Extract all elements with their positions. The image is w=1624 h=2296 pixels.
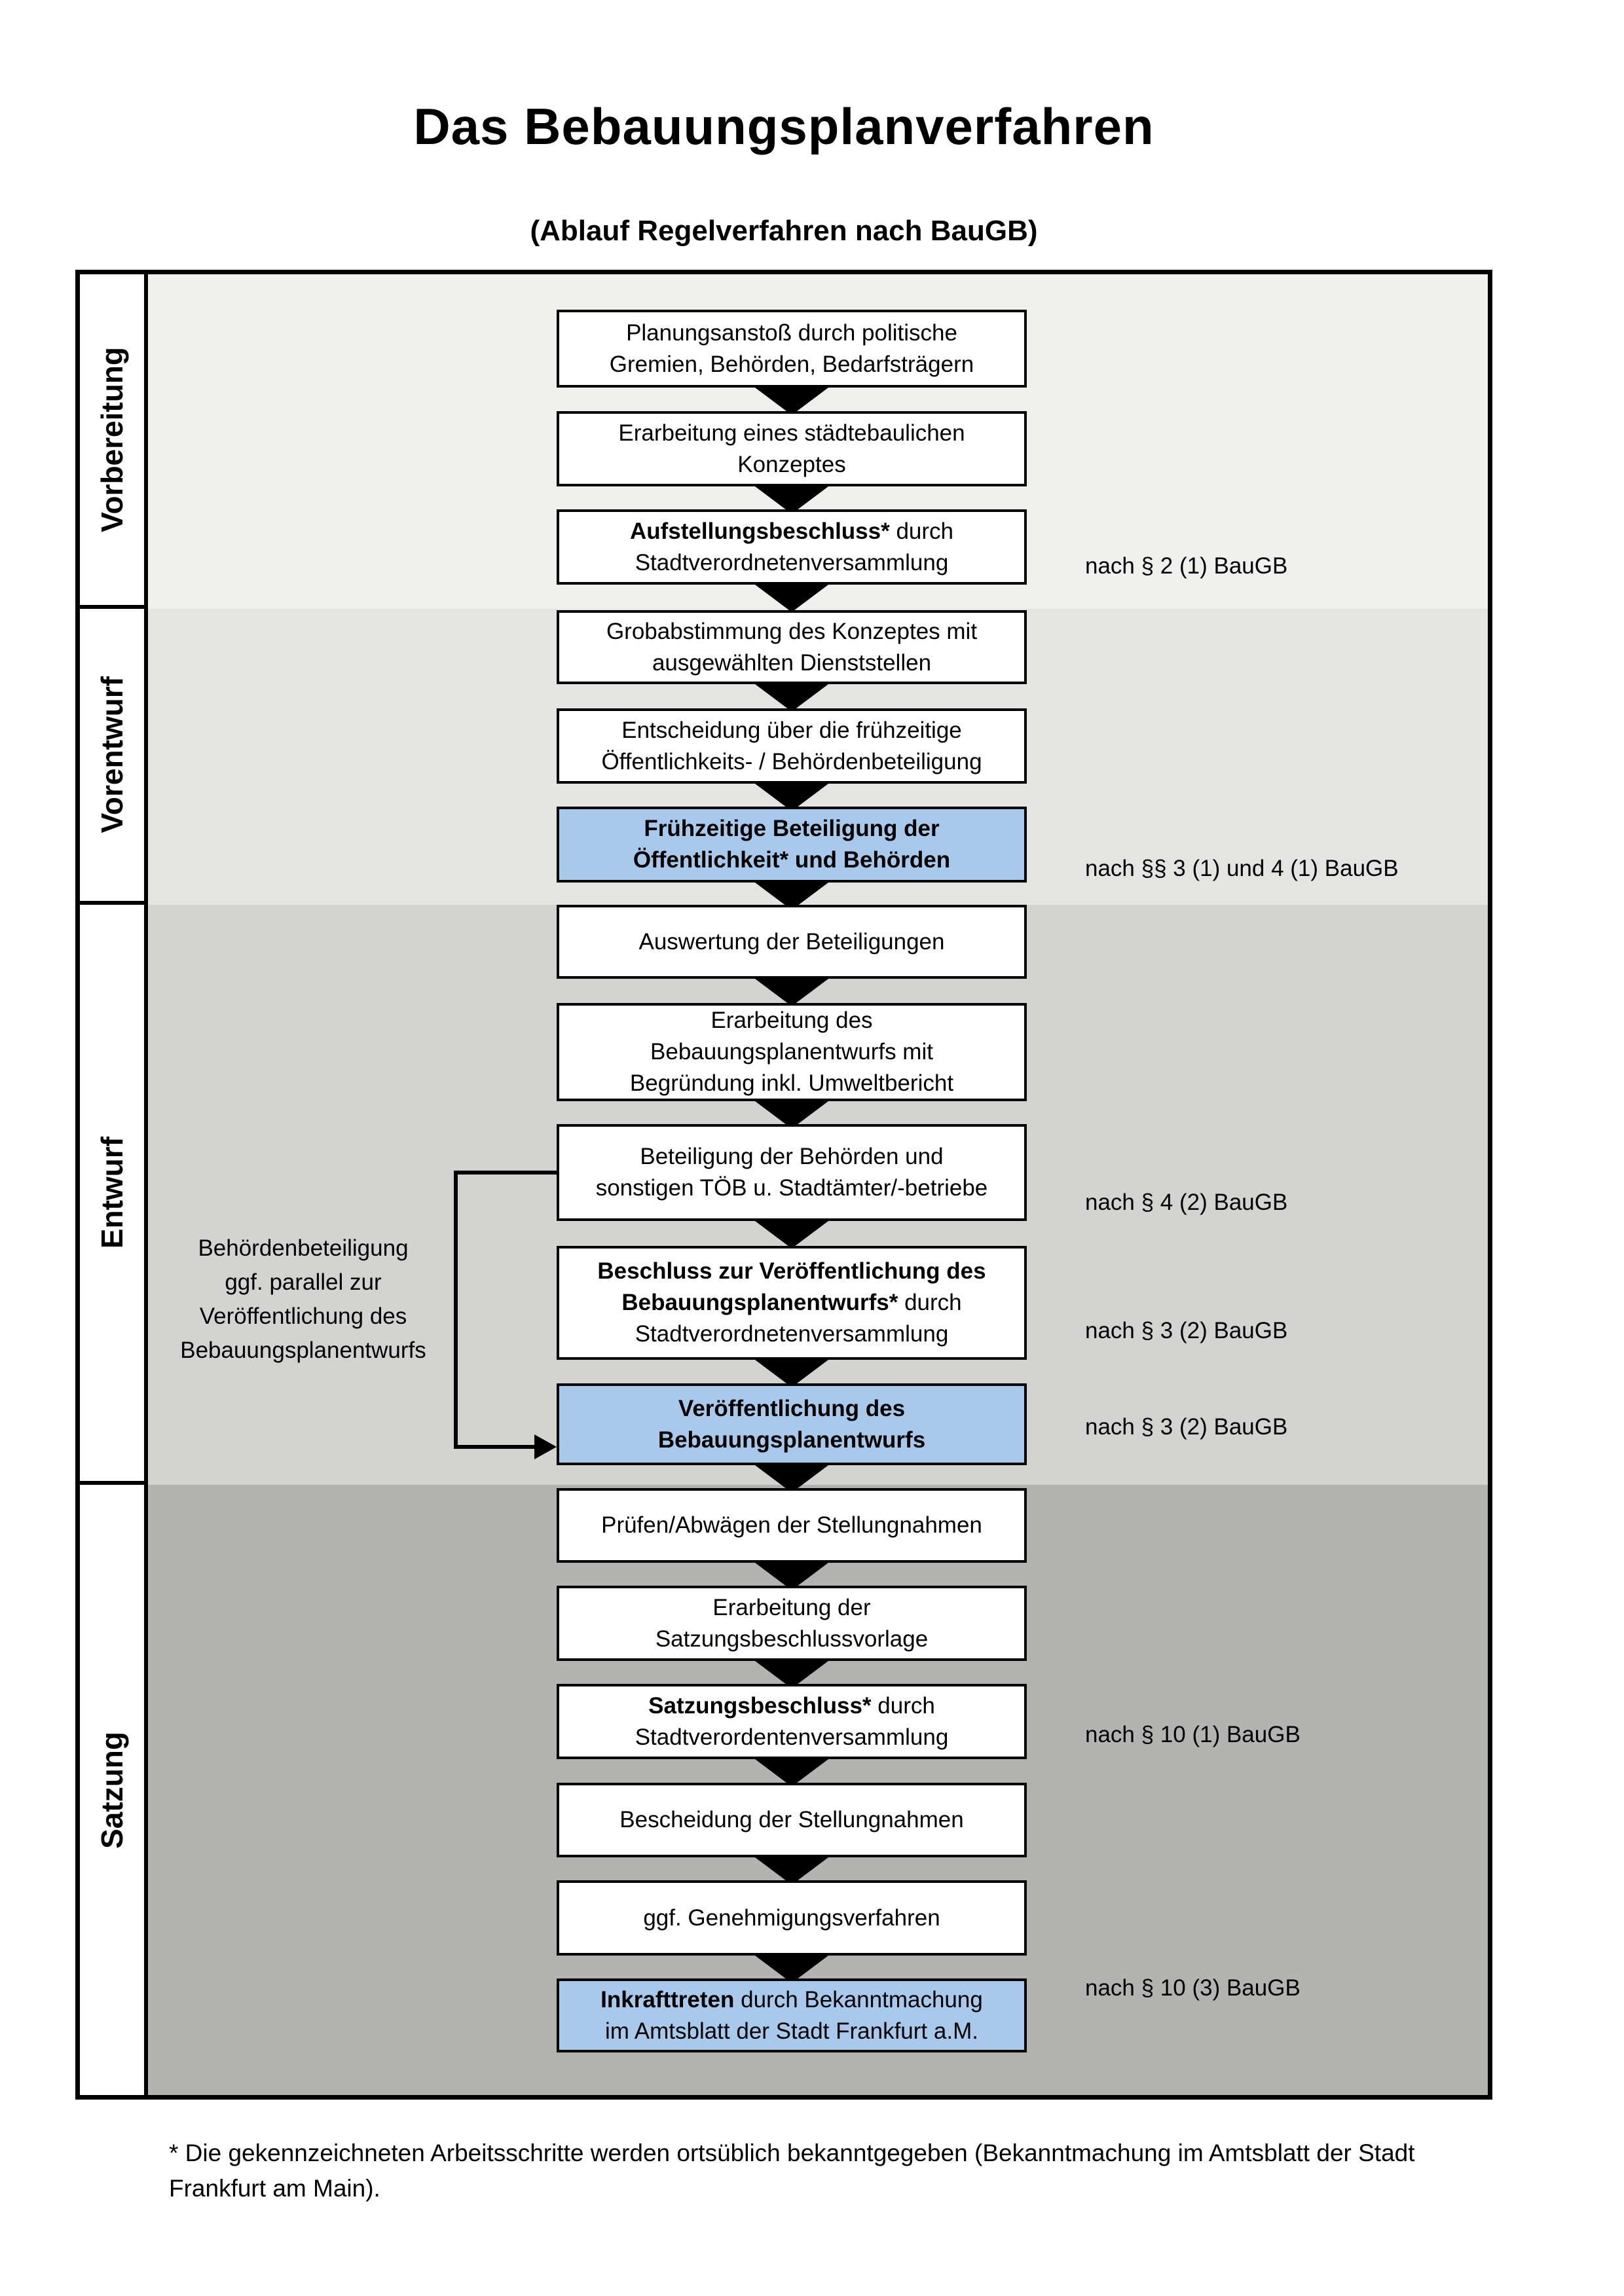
arrow-down-icon bbox=[750, 975, 834, 1006]
process-step-satzungsvorlage: Erarbeitung der Satzungsbeschlussvorlage bbox=[557, 1586, 1027, 1661]
arrow-down-icon bbox=[750, 1461, 834, 1493]
process-step-konzept-erarbeitung: Erarbeitung eines städtebaulichen Konzep… bbox=[557, 411, 1027, 486]
step-text: Beschluss zur Veröffentlichung des Bebau… bbox=[597, 1258, 986, 1347]
arrow-down-icon bbox=[750, 1853, 834, 1885]
step-text: Erarbeitung der Satzungsbeschlussvorlage bbox=[655, 1594, 929, 1652]
process-step-entscheidung-beteiligung: Entscheidung über die frühzeitige Öffent… bbox=[557, 708, 1027, 784]
law-reference: nach § 3 (2) BauGB bbox=[1085, 1414, 1288, 1440]
arrow-down-icon bbox=[750, 1755, 834, 1787]
page-subtitle: (Ablauf Regelverfahren nach BauGB) bbox=[530, 215, 1038, 247]
bracket-connector-top-line bbox=[454, 1171, 557, 1175]
page-title: Das Bebauungsplanverfahren bbox=[413, 98, 1154, 155]
law-reference: nach § 10 (3) BauGB bbox=[1085, 1975, 1301, 2001]
process-step-entwurf-erarbeitung: Erarbeitung des Bebauungsplanentwurfs mi… bbox=[557, 1003, 1027, 1101]
process-step-inkrafttreten: Inkrafttreten durch Bekanntmachung im Am… bbox=[557, 1978, 1027, 2052]
process-step-veroeffentlichung: Veröffentlichung des Bebauungsplanentwur… bbox=[557, 1383, 1027, 1465]
process-step-pruefen-abwaegen: Prüfen/Abwägen der Stellungnahmen bbox=[557, 1488, 1027, 1563]
bracket-connector-vertical-line bbox=[454, 1171, 458, 1449]
phase-label: Vorbereitung bbox=[95, 347, 129, 532]
process-step-auswertung: Auswertung der Beteiligungen bbox=[557, 905, 1027, 979]
arrow-down-icon bbox=[750, 1657, 834, 1688]
process-step-grobabstimmung: Grobabstimmung des Konzeptes mit ausgewä… bbox=[557, 610, 1027, 684]
process-step-aufstellungsbeschluss: Aufstellungsbeschluss* durch Stadtverord… bbox=[557, 509, 1027, 585]
phase-label-cell-satzung: Satzung bbox=[80, 1485, 148, 2095]
process-chart: Vorbereitung Vorentwurf Entwurf Satzung bbox=[75, 270, 1492, 2100]
law-reference: nach § 10 (1) BauGB bbox=[1085, 1722, 1301, 1747]
arrow-down-icon bbox=[750, 780, 834, 811]
phase-label-cell-vorentwurf: Vorentwurf bbox=[80, 609, 148, 905]
bracket-arrowhead-icon bbox=[534, 1434, 557, 1459]
phase-label-cell-entwurf: Entwurf bbox=[80, 905, 148, 1485]
law-reference: nach § 2 (1) BauGB bbox=[1085, 553, 1288, 579]
step-text: Entscheidung über die frühzeitige Öffent… bbox=[601, 717, 982, 774]
arrow-down-icon bbox=[750, 1356, 834, 1387]
process-step-planungsanstoss: Planungsanstoß durch politische Gremien,… bbox=[557, 310, 1027, 388]
arrow-down-icon bbox=[750, 1952, 834, 1983]
process-step-genehmigungsverfahren: ggf. Genehmigungsverfahren bbox=[557, 1880, 1027, 1956]
process-step-fruehzeitige-beteiligung: Frühzeitige Beteiligung der Öffentlichke… bbox=[557, 807, 1027, 883]
step-text: Bescheidung der Stellungnahmen bbox=[619, 1807, 964, 1832]
step-text: Erarbeitung des Bebauungsplanentwurfs mi… bbox=[629, 1008, 954, 1096]
arrow-down-icon bbox=[750, 1217, 834, 1248]
bracket-connector-bottom-line bbox=[454, 1445, 539, 1449]
step-text: Erarbeitung eines städtebaulichen Konzep… bbox=[618, 420, 965, 477]
step-text: Aufstellungsbeschluss* durch Stadtverord… bbox=[629, 518, 954, 575]
phase-label: Vorentwurf bbox=[95, 676, 129, 833]
step-text: Grobabstimmung des Konzeptes mit ausgewä… bbox=[606, 618, 978, 676]
footnote: * Die gekennzeichneten Arbeitsschritte w… bbox=[169, 2140, 1415, 2202]
step-text: Prüfen/Abwägen der Stellungnahmen bbox=[601, 1512, 982, 1538]
process-step-veroeffentlichungsbeschluss: Beschluss zur Veröffentlichung des Bebau… bbox=[557, 1246, 1027, 1360]
step-text: Satzungsbeschluss* durch Stadtverordente… bbox=[635, 1692, 949, 1750]
process-step-bescheidung: Bescheidung der Stellungnahmen bbox=[557, 1783, 1027, 1857]
phase-label-cell-vorbereitung: Vorbereitung bbox=[80, 274, 148, 609]
law-reference: nach § 4 (2) BauGB bbox=[1085, 1190, 1288, 1215]
arrow-down-icon bbox=[750, 1097, 834, 1129]
side-annotation: Behördenbeteiligung ggf. parallel zur Ve… bbox=[180, 1235, 426, 1363]
law-reference: nach §§ 3 (1) und 4 (1) BauGB bbox=[1085, 856, 1399, 881]
step-text: Frühzeitige Beteiligung der Öffentlichke… bbox=[633, 816, 951, 873]
law-reference: nach § 3 (2) BauGB bbox=[1085, 1318, 1288, 1343]
phase-label: Satzung bbox=[95, 1731, 129, 1849]
step-text: Beteiligung der Behörden und sonstigen T… bbox=[595, 1144, 988, 1201]
arrow-down-icon bbox=[750, 384, 834, 415]
step-text: Auswertung der Beteiligungen bbox=[638, 928, 945, 955]
step-text: ggf. Genehmigungsverfahren bbox=[643, 1904, 940, 1931]
step-text: Veröffentlichung des Bebauungsplanentwur… bbox=[657, 1395, 926, 1453]
arrow-down-icon bbox=[750, 581, 834, 612]
arrow-down-icon bbox=[750, 1559, 834, 1590]
arrow-down-icon bbox=[750, 483, 834, 514]
step-text: Inkrafttreten durch Bekanntmachung im Am… bbox=[600, 1986, 983, 2044]
process-step-satzungsbeschluss: Satzungsbeschluss* durch Stadtverordente… bbox=[557, 1684, 1027, 1759]
process-step-behoerden-beteiligung: Beteiligung der Behörden und sonstigen T… bbox=[557, 1124, 1027, 1221]
arrow-down-icon bbox=[750, 680, 834, 712]
step-text: Planungsanstoß durch politische Gremien,… bbox=[609, 319, 974, 377]
